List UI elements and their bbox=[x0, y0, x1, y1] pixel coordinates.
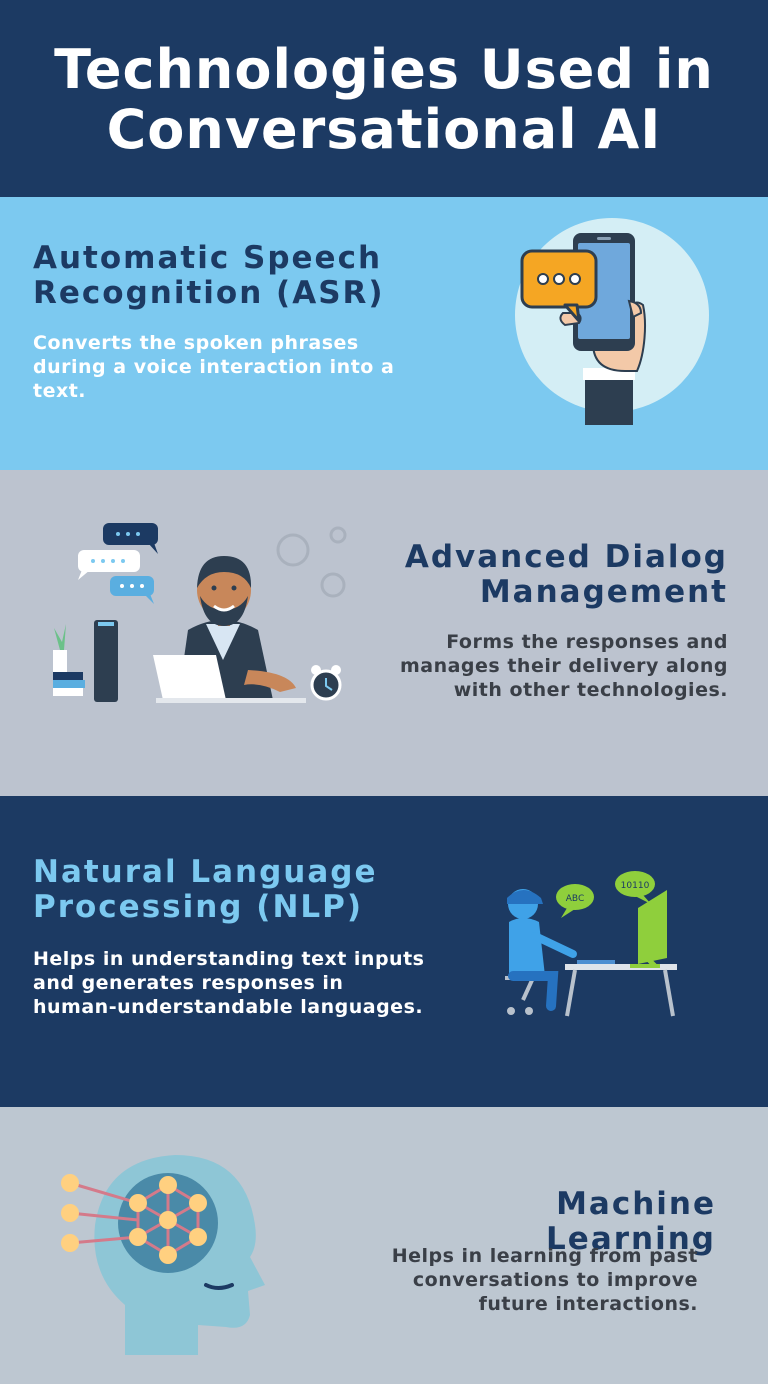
section-title: Natural Language Processing (NLP) bbox=[33, 854, 378, 925]
header-band: Technologies Used in Conversational AI bbox=[0, 0, 768, 197]
page-title-text: Technologies Used in Conversational AI bbox=[54, 38, 714, 161]
phone-in-hand-icon bbox=[515, 218, 709, 425]
ai-brain-head-icon bbox=[61, 1155, 265, 1355]
chat-bubble-icon bbox=[520, 249, 598, 323]
bubble-label: ABC bbox=[566, 894, 584, 904]
bubble-label: 10110 bbox=[621, 881, 650, 891]
page-title: Technologies Used in Conversational AI bbox=[0, 40, 768, 160]
section-machine-learning: Machine Learning Helps in learning from … bbox=[0, 1107, 768, 1384]
section-description: Helps in understanding text inputs and g… bbox=[33, 948, 425, 1018]
person-at-computer-icon: ABC 10110 bbox=[505, 871, 677, 1017]
man-at-laptop-icon bbox=[53, 523, 347, 703]
section-description: Converts the spoken phrases during a voi… bbox=[33, 332, 395, 402]
section-description: Forms the responses and manages their de… bbox=[399, 631, 728, 701]
alarm-clock-icon bbox=[310, 665, 342, 701]
section-asr: Automatic Speech Recognition (ASR) Conve… bbox=[0, 197, 768, 470]
chat-bubble-icon: 10110 bbox=[615, 871, 655, 904]
section-dialog-management: Advanced Dialog Management Forms the res… bbox=[0, 470, 768, 796]
section-nlp: Natural Language Processing (NLP) Helps … bbox=[0, 796, 768, 1107]
section-description: Helps in learning from past conversation… bbox=[391, 1245, 698, 1315]
section-title: Advanced Dialog Management bbox=[404, 539, 728, 610]
section-title: Machine Learning bbox=[546, 1186, 716, 1257]
section-title: Automatic Speech Recognition (ASR) bbox=[33, 240, 385, 311]
chat-bubble-icon: ABC bbox=[556, 884, 594, 918]
